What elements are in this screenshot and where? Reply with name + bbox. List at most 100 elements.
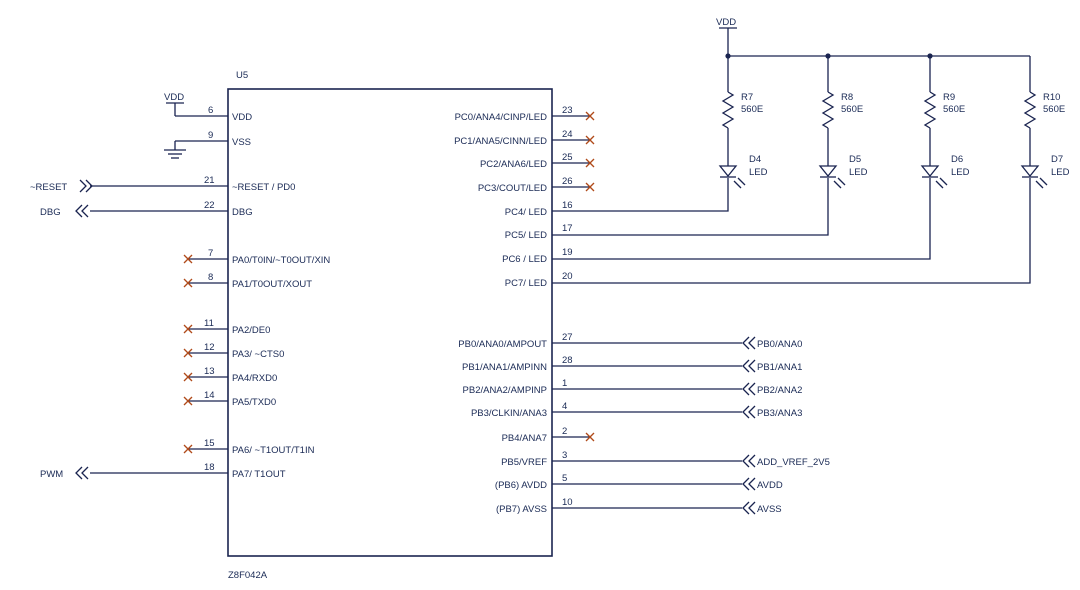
diode-ref: D6 xyxy=(951,154,963,165)
pin-name: PB3/CLKIN/ANA3 xyxy=(471,408,547,419)
left-pins: VDD 6 VSS 9 ~RESET / PD0 21 DBG 22 PA0/T… xyxy=(90,105,330,480)
pin-name: PC0/ANA4/CINP/LED xyxy=(455,112,548,123)
diode-type: LED xyxy=(951,167,970,178)
left-pin: PA4/RXD0 13 xyxy=(204,366,277,384)
left-pin: PA0/T0IN/~T0OUT/XIN 7 xyxy=(208,248,330,266)
right-pin: PC3/COUT/LED 26 xyxy=(478,176,573,194)
pin-name: PA0/T0IN/~T0OUT/XIN xyxy=(232,255,330,266)
pin-number: 18 xyxy=(204,462,215,473)
chip-part: Z8F042A xyxy=(228,570,268,581)
left-pin: ~RESET / PD0 21 xyxy=(204,175,295,193)
right-pin: PC2/ANA6/LED 25 xyxy=(480,152,573,170)
pin-name: VSS xyxy=(232,137,251,148)
no-connect-icon xyxy=(183,444,193,454)
net-connector-dbg: DBG xyxy=(40,204,89,218)
pin-number: 7 xyxy=(208,248,213,259)
pin-number: 25 xyxy=(562,152,573,163)
no-connect-icon xyxy=(183,396,193,406)
no-connect-icon xyxy=(183,254,193,264)
right-no-connect-markers xyxy=(585,111,595,442)
no-connect-icon xyxy=(183,348,193,358)
pin-name: PB5/VREF xyxy=(501,457,547,468)
net-connector: ADD_VREF_2V5 xyxy=(742,454,830,468)
net-connector: AVDD xyxy=(742,477,783,491)
pin-name: (PB6) AVDD xyxy=(495,480,547,491)
net-label: PB0/ANA0 xyxy=(757,339,802,350)
led-icon xyxy=(920,165,948,189)
led-branch: R8 560E D5 LED xyxy=(818,56,868,189)
pin-name: VDD xyxy=(232,112,252,123)
left-pin: PA7/ T1OUT 18 xyxy=(204,462,286,480)
pin-number: 23 xyxy=(562,105,573,116)
right-pin: PC5/ LED 17 xyxy=(505,223,573,241)
resistor-icon xyxy=(1023,91,1037,129)
pin-name: PC3/COUT/LED xyxy=(478,183,547,194)
led-branch: R9 560E D6 LED xyxy=(920,56,970,189)
vdd-label: VDD xyxy=(716,17,736,28)
pin-name: PC5/ LED xyxy=(505,230,547,241)
no-connect-icon xyxy=(585,158,595,168)
net-connector: PB1/ANA1 xyxy=(742,359,802,373)
net-label: AVSS xyxy=(757,504,782,515)
led-vdd-rail: VDD xyxy=(716,17,1030,59)
right-pin: (PB6) AVDD 5 xyxy=(495,473,567,491)
pin-name: PC4/ LED xyxy=(505,207,547,218)
no-connect-icon xyxy=(585,182,595,192)
net-connector: PB0/ANA0 xyxy=(742,336,802,350)
pin-number: 10 xyxy=(562,497,573,508)
led-branch: R7 560E D4 LED xyxy=(718,56,768,189)
diode-ref: D7 xyxy=(1051,154,1063,165)
net-label: PWM xyxy=(40,469,63,480)
left-pin: PA1/T0OUT/XOUT 8 xyxy=(208,272,312,290)
pin-number: 5 xyxy=(562,473,567,484)
led-branch: R10 560E D7 LED xyxy=(1020,56,1070,189)
resistor-ref: R7 xyxy=(741,92,753,103)
resistor-icon xyxy=(821,91,835,129)
pin-number: 16 xyxy=(562,200,573,211)
pin-name: PB1/ANA1/AMPINN xyxy=(462,362,547,373)
vdd-label: VDD xyxy=(164,92,184,103)
diode-ref: D4 xyxy=(749,154,761,165)
pin-name: ~RESET / PD0 xyxy=(232,182,295,193)
led-icon xyxy=(718,165,746,189)
pin-number: 28 xyxy=(562,355,573,366)
net-label: AVDD xyxy=(757,480,783,491)
pin-name: PB2/ANA2/AMPINP xyxy=(463,385,547,396)
pin-name: PC2/ANA6/LED xyxy=(480,159,547,170)
left-pin: PA6/ ~T1OUT/T1IN 15 xyxy=(204,438,315,456)
right-pin: PB0/ANA0/AMPOUT 27 xyxy=(458,332,572,350)
resistor-value: 560E xyxy=(943,104,965,115)
net-connector-pwm: PWM xyxy=(40,466,89,480)
pin-number: 12 xyxy=(204,342,215,353)
pin-number: 20 xyxy=(562,271,573,282)
no-connect-icon xyxy=(585,111,595,121)
pin-number: 9 xyxy=(208,130,213,141)
pin-name: PA5/TXD0 xyxy=(232,397,276,408)
left-no-connect-markers xyxy=(183,254,193,454)
left-pin: VSS 9 xyxy=(208,130,251,148)
left-pin: PA2/DE0 11 xyxy=(204,318,270,336)
pin-number: 14 xyxy=(204,390,215,401)
pin-number: 2 xyxy=(562,426,567,437)
resistor-ref: R9 xyxy=(943,92,955,103)
left-pin: DBG 22 xyxy=(204,200,253,218)
right-pins: PC0/ANA4/CINP/LED 23 PC1/ANA5/CINN/LED 2… xyxy=(454,105,742,515)
resistor-ref: R10 xyxy=(1043,92,1060,103)
left-pin: VDD 6 xyxy=(208,105,252,123)
resistor-value: 560E xyxy=(841,104,863,115)
left-pin: PA5/TXD0 14 xyxy=(204,390,276,408)
right-pin: PC1/ANA5/CINN/LED 24 xyxy=(454,129,573,147)
diode-type: LED xyxy=(749,167,768,178)
right-net-connectors: PB0/ANA0 PB1/ANA1 PB2/ANA2 PB3/ANA3 ADD_… xyxy=(742,336,830,515)
right-pin: PC7/ LED 20 xyxy=(505,271,573,289)
pin-name: PA6/ ~T1OUT/T1IN xyxy=(232,445,315,456)
no-connect-icon xyxy=(183,324,193,334)
chip-body xyxy=(227,88,553,557)
pin-name: PB0/ANA0/AMPOUT xyxy=(458,339,547,350)
pin-name: DBG xyxy=(232,207,253,218)
resistor-ref: R8 xyxy=(841,92,853,103)
pin-number: 13 xyxy=(204,366,215,377)
right-pin: PB2/ANA2/AMPINP 1 xyxy=(463,378,568,396)
pin-name: PA3/ ~CTS0 xyxy=(232,349,284,360)
pin-number: 17 xyxy=(562,223,573,234)
